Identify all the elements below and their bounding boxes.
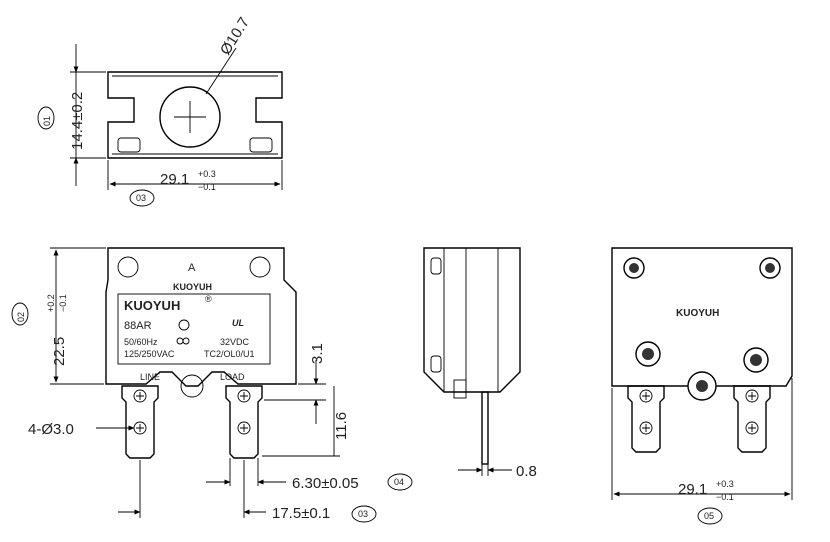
cert-mark-c1	[176, 337, 184, 345]
center-rivet-front	[180, 374, 204, 398]
diameter-label: Ø10.7	[217, 14, 253, 58]
model-number: 88AR	[124, 320, 152, 332]
line-terminal	[121, 385, 159, 459]
ref-02-label: 02	[16, 312, 26, 322]
mount-hole-left	[117, 256, 139, 278]
terminal-hole-cross	[136, 392, 248, 432]
top-width-label: 29.1	[160, 171, 189, 188]
cert-mark-round	[178, 319, 190, 331]
terminal-hole	[745, 389, 759, 403]
front-height-tol-minus: −0.1	[58, 294, 68, 312]
top-width-tol-plus: +0.3	[198, 169, 216, 179]
front-height-label: 22.5	[51, 337, 68, 366]
side-slot-bottom	[430, 355, 442, 373]
top-view-boss-right	[249, 137, 273, 153]
top-width-tol-minus: −0.1	[198, 182, 216, 192]
thickness-label: 0.8	[516, 463, 537, 480]
terminal-hole	[133, 389, 147, 403]
ref-balloon-04	[387, 473, 413, 491]
back-width-tol-plus: +0.3	[716, 479, 734, 489]
dc-voltage-text: 32VDC	[220, 337, 250, 347]
ref-balloon-03b	[351, 505, 377, 523]
top-view-inner-edge	[112, 75, 278, 155]
ref-05-label: 05	[704, 511, 714, 521]
rivet-mid-right-core	[750, 354, 762, 366]
side-view: 0.8	[423, 247, 537, 480]
terminal-hole-cross	[642, 392, 756, 432]
ref-03b-label: 03	[358, 509, 368, 519]
terminal-hole	[745, 421, 759, 435]
top-view-outline	[107, 71, 283, 159]
ref-balloon-03a	[129, 189, 155, 207]
ref-01-label: 01	[42, 116, 52, 126]
ac-voltage-text: 125/250VAC	[124, 349, 175, 359]
rating-label-plate	[117, 293, 271, 365]
back-width-label: 29.1	[678, 481, 707, 498]
back-width-tol-minus: −0.1	[716, 492, 734, 502]
top-view-boss-left	[117, 137, 141, 153]
rivet-center-core	[696, 380, 708, 392]
terminal-width-label: 6.30±0.05	[292, 475, 359, 492]
ref-balloon-01	[37, 106, 55, 130]
side-tab	[453, 379, 467, 399]
ref-balloon-02	[11, 302, 29, 326]
side-body-outline	[423, 247, 521, 393]
ref-balloon-05	[697, 507, 723, 525]
variant-letter: A	[188, 262, 196, 274]
terminal-hole	[237, 421, 251, 435]
front-view: A KUOYUH KUOYUH ® 88AR UL 50/60Hz 125/25…	[11, 247, 413, 523]
back-terminal-left	[627, 385, 665, 453]
mount-hole-right	[249, 256, 271, 278]
terminal-length-label: 11.6	[333, 412, 350, 440]
hole-label: 4-Ø3.0	[28, 421, 74, 438]
front-height-tol-plus: +0.2	[46, 294, 56, 312]
terminal-hole	[237, 389, 251, 403]
load-label: LOAD	[220, 372, 245, 382]
rivet-top-right-core	[765, 263, 775, 273]
pitch-label: 17.5±0.1	[272, 505, 330, 522]
frequency-text: 50/60Hz	[124, 337, 158, 347]
ref-04-label: 04	[394, 477, 404, 487]
label-brand: KUOYUH	[124, 298, 180, 313]
ref-03a-label: 03	[136, 193, 146, 203]
back-terminal-right	[733, 385, 771, 453]
top-height-label: 14.4±0.2	[69, 92, 86, 150]
side-slot-top	[430, 257, 442, 275]
terminal-hole	[639, 389, 653, 403]
cert-mark-c2	[182, 337, 190, 345]
offset-label: 3.1	[309, 343, 326, 364]
ul-mark: UL	[232, 318, 244, 328]
diameter-leader	[205, 47, 237, 95]
back-view: KUOYUH 29.1 +0.3 −0.1 05	[611, 247, 793, 525]
back-brand-label: KUOYUH	[676, 308, 719, 319]
rivet-top-left-core	[629, 263, 639, 273]
rating-text: TC2/OL0/U1	[204, 349, 255, 359]
top-view: Ø10.7 14.4±0.2 01 29.1 +0.3 −0.1 03	[37, 14, 283, 207]
brand-top-label: KUOYUH	[173, 282, 212, 292]
load-terminal	[225, 385, 263, 459]
line-label: LINE	[140, 372, 160, 382]
back-body-outline	[611, 247, 793, 387]
front-body-outline	[105, 247, 297, 387]
side-terminal-blade	[481, 391, 489, 465]
registered-mark: ®	[205, 294, 212, 304]
rivet-mid-left-core	[642, 348, 654, 360]
terminal-hole	[639, 421, 653, 435]
